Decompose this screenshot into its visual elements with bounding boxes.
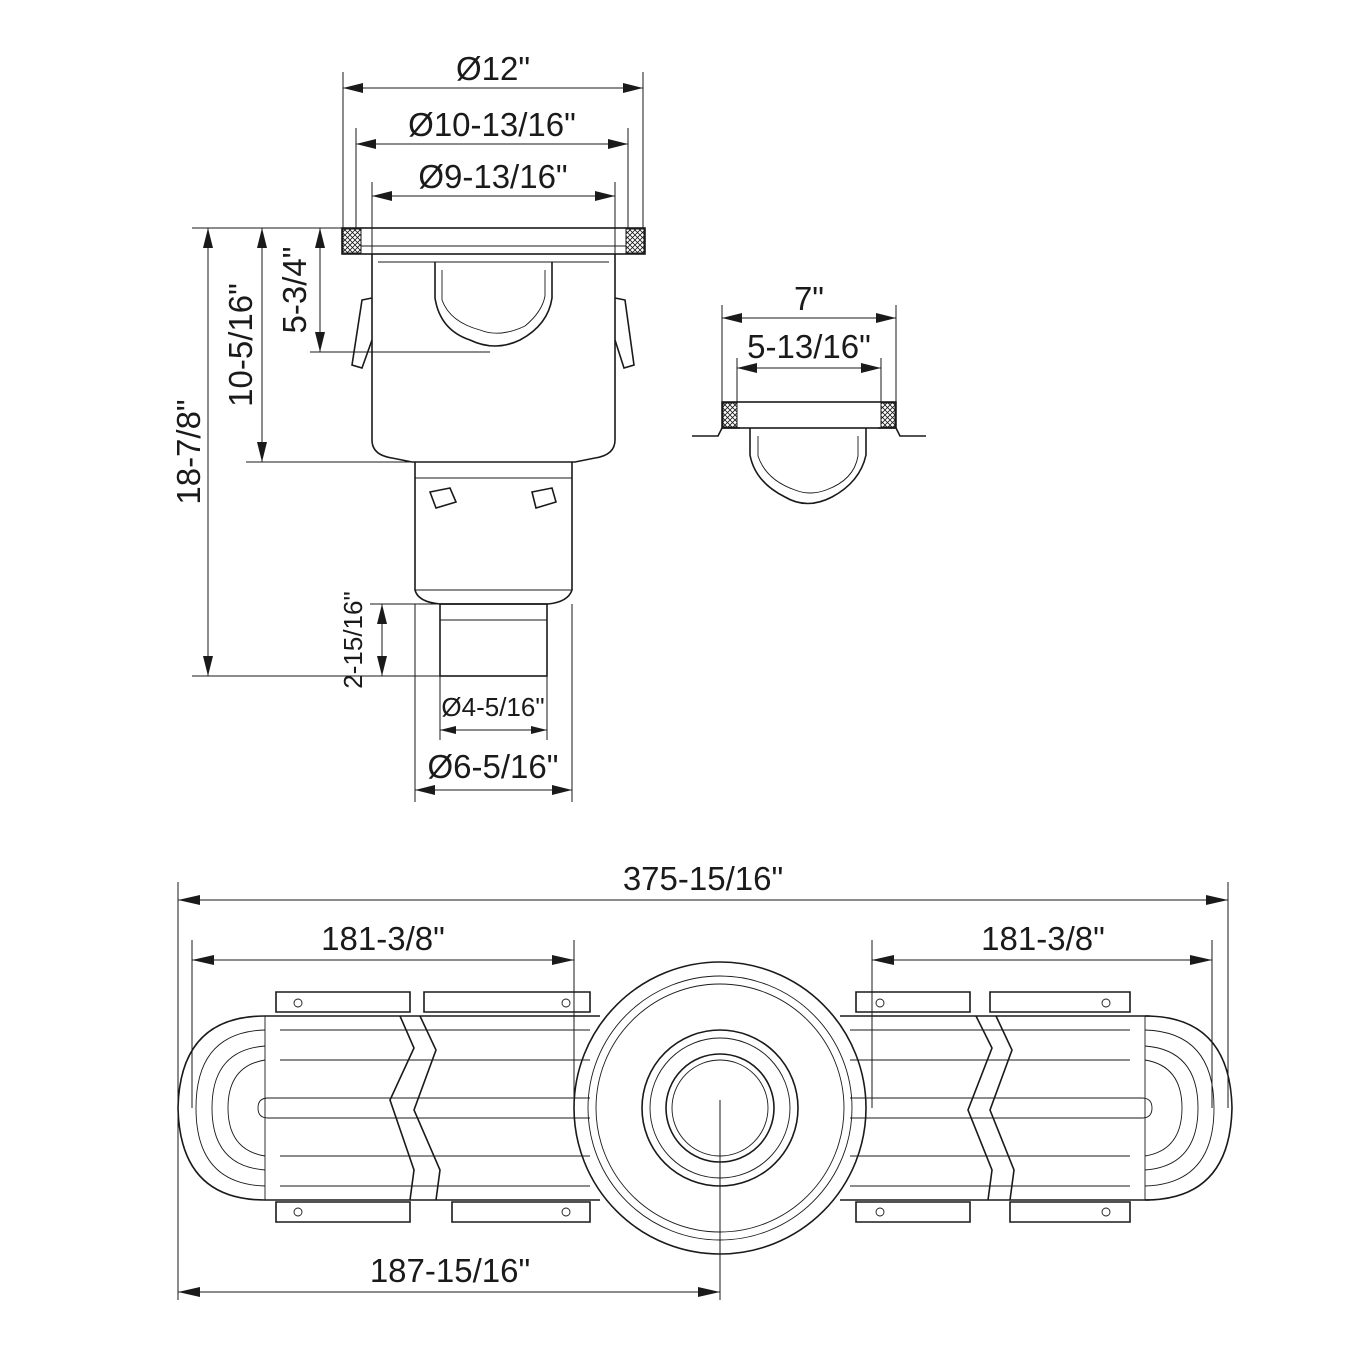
dim-dia-4-5-16: Ø4-5/16" <box>441 692 544 722</box>
dim-dia-9-13-16: Ø9-13/16" <box>418 158 567 195</box>
dim-height-18-7-8: 18-7/8" <box>170 399 207 504</box>
detail-cup <box>749 428 867 505</box>
dim-dia-10-13-16: Ø10-13/16" <box>408 106 576 143</box>
top-view: 375-15/16" 181-3/8" 181-3/8" 187-15/16" <box>177 860 1233 1300</box>
break-left-a <box>389 1015 415 1201</box>
dim-height-10-5-16: 10-5/16" <box>222 283 259 407</box>
dim-height-2-15-16: 2-15/16" <box>338 591 368 688</box>
dim-right-channel: 181-3/8" <box>981 920 1105 957</box>
detail-flange <box>692 427 926 437</box>
left-end-cap <box>177 1015 266 1201</box>
window-right <box>531 487 557 510</box>
right-end-cap <box>1144 1015 1233 1201</box>
left-channel <box>265 1015 600 1201</box>
gasket-right <box>625 228 645 254</box>
dim-width-7: 7" <box>794 280 824 317</box>
dim-overall-length: 375-15/16" <box>623 860 783 897</box>
top-flange <box>341 227 646 255</box>
side-view: Ø12" Ø10-13/16" Ø9-13/16" 5-3/4" 10-5/16… <box>170 50 646 802</box>
window-left <box>428 487 458 509</box>
break-left-b <box>413 1015 441 1201</box>
inlet-opening <box>434 262 553 347</box>
clip-left <box>351 297 373 369</box>
body <box>371 254 616 463</box>
detail-view: 7" 5-13/16" <box>692 280 926 505</box>
right-channel <box>840 1015 1150 1201</box>
break-right-b <box>989 1015 1015 1201</box>
dim-left-channel: 181-3/8" <box>321 920 445 957</box>
break-right-a <box>967 1015 993 1201</box>
dim-to-center: 187-15/16" <box>370 1252 530 1289</box>
clip-right <box>614 297 635 369</box>
dim-dia-6-5-16: Ø6-5/16" <box>428 748 559 785</box>
dim-width-5-13-16: 5-13/16" <box>747 328 871 365</box>
dim-dia-12: Ø12" <box>456 50 530 87</box>
gasket-left <box>342 228 362 254</box>
outlet-pipe <box>439 603 548 677</box>
lower-pipe <box>414 462 573 605</box>
dim-height-5-3-4: 5-3/4" <box>276 247 313 334</box>
